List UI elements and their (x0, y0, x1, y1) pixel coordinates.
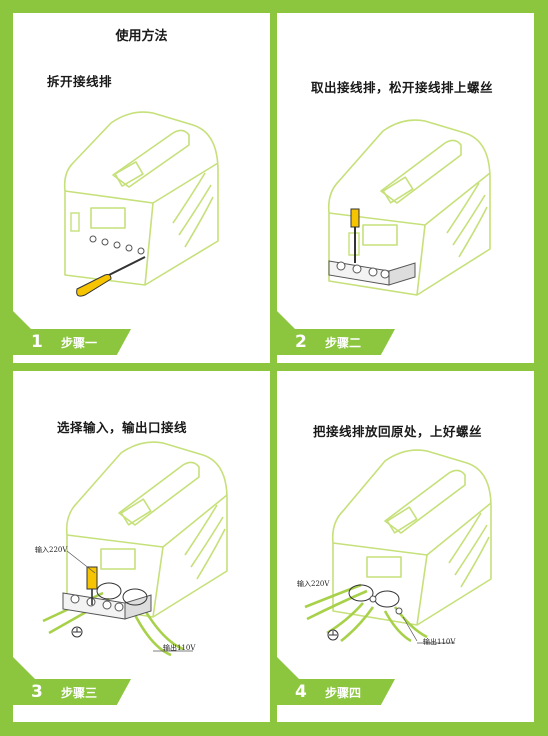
device-illustration-2 (327, 119, 491, 296)
step-panel-1: 使用方法 拆开接线排 (13, 13, 270, 363)
step-4-badge: 4 步骤四 (277, 679, 395, 705)
step-1-label: 步骤一 (61, 336, 98, 350)
step-2-number: 2 (295, 332, 307, 352)
device-illustration-4 (304, 449, 492, 644)
step-panel-3: 选择输入，输出口接线 (13, 371, 270, 722)
step-panel-4: 把接线排放回原处，上好螺丝 输入220V 输出 (277, 371, 534, 722)
step-3-label: 步骤三 (61, 686, 98, 700)
step-4-label: 步骤四 (325, 686, 362, 700)
device-illustration-3 (42, 441, 228, 657)
step-1-number: 1 (31, 332, 43, 352)
step-2-instruction: 取出接线排，松开接线排上螺丝 (311, 80, 494, 95)
step-panel-2: 取出接线排，松开接线排上螺丝 2 步骤二 (277, 13, 534, 363)
step-1-badge: 1 步骤一 (13, 329, 131, 355)
device-illustration-1 (63, 111, 219, 297)
step-2-badge: 2 步骤二 (277, 329, 395, 355)
input-220-label: 输入220V (35, 546, 68, 554)
output-110-label: 输出110V (163, 644, 196, 652)
page-title: 使用方法 (115, 29, 168, 44)
step-4-number: 4 (295, 682, 307, 702)
screwdriver-icon (350, 208, 360, 263)
step-3-badge: 3 步骤三 (13, 679, 131, 705)
screwdriver-icon (76, 256, 146, 297)
step-2-label: 步骤二 (325, 336, 362, 350)
step-3-instruction: 选择输入，输出口接线 (57, 420, 188, 435)
step-4-instruction: 把接线排放回原处，上好螺丝 (313, 424, 483, 439)
input-220-label: 输入220V (297, 580, 330, 588)
step-1-instruction: 拆开接线排 (47, 74, 113, 89)
step-3-number: 3 (31, 682, 43, 702)
output-110-label: 输出110V (423, 638, 456, 646)
